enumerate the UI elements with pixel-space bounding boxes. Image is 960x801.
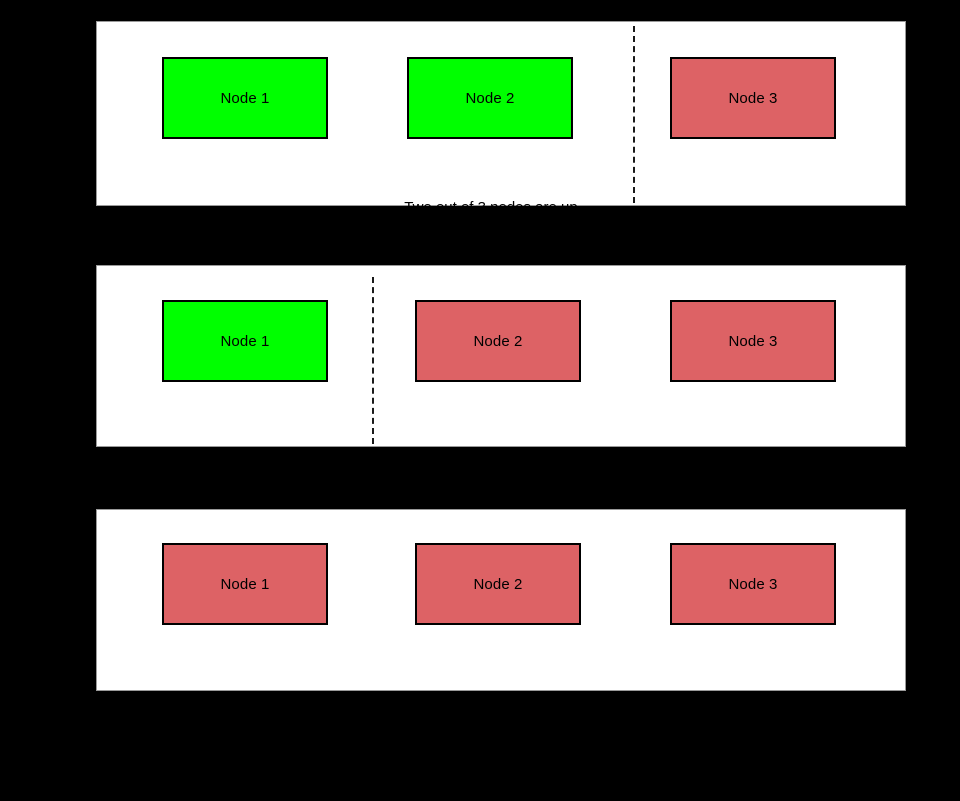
node-label: Node 3	[728, 89, 778, 107]
node-label: Node 3	[728, 332, 778, 350]
scenario-panel-two-up: Node 1 Node 2 Node 3	[96, 21, 906, 206]
scenario-panel-all-down: Node 1 Node 2 Node 3	[96, 509, 906, 691]
node-label: Node 2	[465, 89, 515, 107]
node-box-1: Node 1	[162, 57, 328, 139]
node-box-2: Node 2	[415, 300, 581, 382]
node-label: Node 3	[728, 575, 778, 593]
scenario-panel-two-down: Node 1 Node 2 Node 3	[96, 265, 906, 447]
node-label: Node 1	[220, 89, 270, 107]
node-box-2: Node 2	[407, 57, 573, 139]
node-box-3: Node 3	[670, 57, 836, 139]
node-box-3: Node 3	[670, 300, 836, 382]
caption-line: Two out of 3 nodes are up	[404, 199, 578, 216]
caption-line: Two out of 3 nodes are down	[405, 447, 599, 464]
quorum-divider-line	[372, 277, 374, 444]
node-label: Node 2	[473, 575, 523, 593]
caption-all-down: All Nodes are down Majority Fails & Clus…	[378, 640, 624, 801]
node-label: Node 1	[220, 332, 270, 350]
node-label: Node 2	[473, 332, 523, 350]
node-box-1: Node 1	[162, 300, 328, 382]
quorum-divider-line	[633, 26, 635, 203]
caption-line: All Nodes are down	[435, 689, 567, 706]
node-box-1: Node 1	[162, 543, 328, 625]
caption-line: Majority Fails & Cluster Stops	[402, 758, 600, 775]
node-box-2: Node 2	[415, 543, 581, 625]
node-label: Node 1	[220, 575, 270, 593]
node-box-3: Node 3	[670, 543, 836, 625]
